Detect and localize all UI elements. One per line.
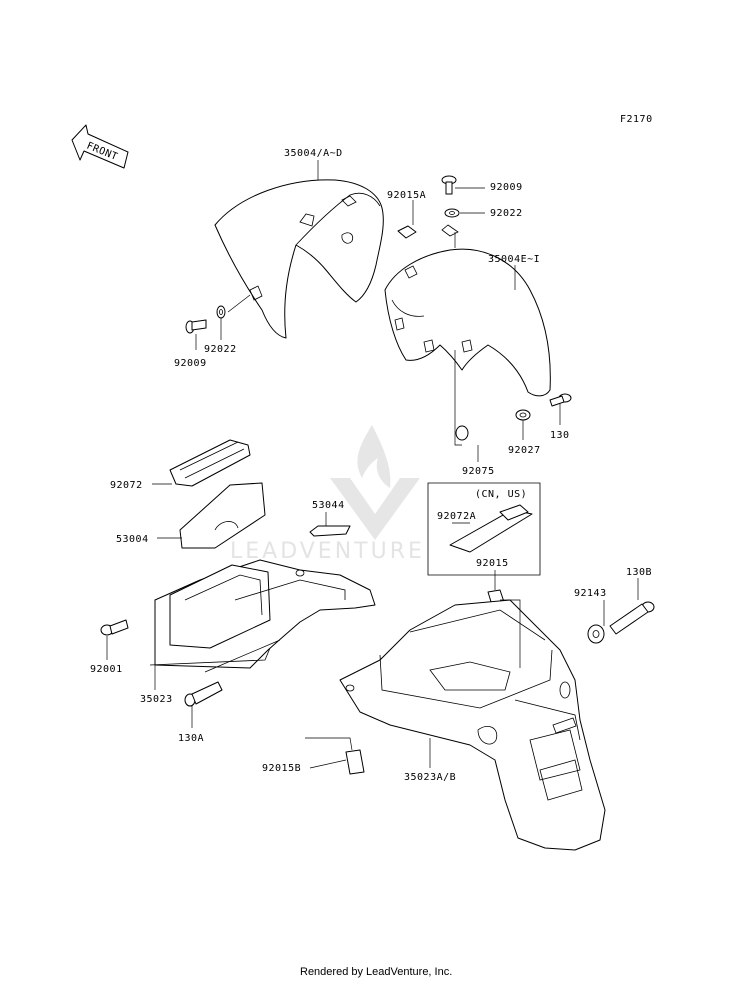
label-92001: 92001 — [90, 664, 123, 675]
pad-53044 — [309, 525, 351, 537]
label-92143: 92143 — [574, 588, 607, 599]
region-variant-box: (CN, US) — [427, 482, 541, 576]
bolt-92009-top — [441, 175, 457, 195]
figure-code: F2170 — [620, 114, 653, 125]
watermark-logo: LEADVENTURE — [230, 425, 425, 564]
label-92015b: 92015B — [262, 763, 301, 774]
label-35004-e-i: 35004E~I — [488, 254, 540, 265]
clip-92015b — [345, 749, 365, 775]
label-92075: 92075 — [462, 466, 495, 477]
watermark-text: LEADVENTURE — [230, 539, 425, 564]
label-92009-top: 92009 — [490, 182, 523, 193]
label-53004: 53004 — [116, 534, 149, 545]
label-92015a: 92015A — [387, 190, 426, 201]
front-fender-35004-e-i — [384, 224, 551, 397]
clip-92015a — [397, 225, 417, 239]
region-note: (CN, US) — [475, 489, 527, 500]
label-92072a: 92072A — [437, 511, 476, 522]
leader-lines — [106, 160, 639, 769]
label-35023: 35023 — [140, 694, 173, 705]
bolt-130 — [549, 393, 572, 407]
rear-fender-35023-a-b — [339, 599, 606, 851]
inner-fender-35023 — [149, 559, 376, 669]
cover-53004 — [179, 482, 266, 549]
bolt-130a — [184, 681, 223, 707]
bolt-92009-left — [185, 319, 207, 334]
label-92072: 92072 — [110, 480, 143, 491]
label-130a: 130A — [178, 733, 204, 744]
strap-92072 — [169, 439, 251, 487]
collar-92143 — [587, 624, 605, 644]
label-92027: 92027 — [508, 445, 541, 456]
part-labels: 35004/A~D 92015A 92009 92022 35004E~I 92… — [90, 148, 652, 783]
label-92009-left: 92009 — [174, 358, 207, 369]
label-35023-a-b: 35023A/B — [404, 772, 456, 783]
washer-92022-left — [216, 305, 226, 319]
label-35004-a-d: 35004/A~D — [284, 148, 343, 159]
grommet-92027 — [515, 409, 531, 421]
label-53044: 53044 — [312, 500, 345, 511]
front-direction-arrow: FRONT — [71, 124, 129, 169]
bolt-92001 — [100, 619, 129, 636]
label-92015: 92015 — [476, 558, 509, 569]
bolt-130b — [609, 601, 655, 635]
footer-credit: Rendered by LeadVenture, Inc. — [300, 966, 452, 978]
label-130: 130 — [550, 430, 570, 441]
label-92022-left: 92022 — [204, 344, 237, 355]
washer-92075 — [455, 425, 469, 441]
front-fender-35004-a-d — [214, 179, 384, 339]
label-92022-top: 92022 — [490, 208, 523, 219]
label-130b: 130B — [626, 567, 652, 578]
washer-92022-top — [444, 208, 460, 218]
